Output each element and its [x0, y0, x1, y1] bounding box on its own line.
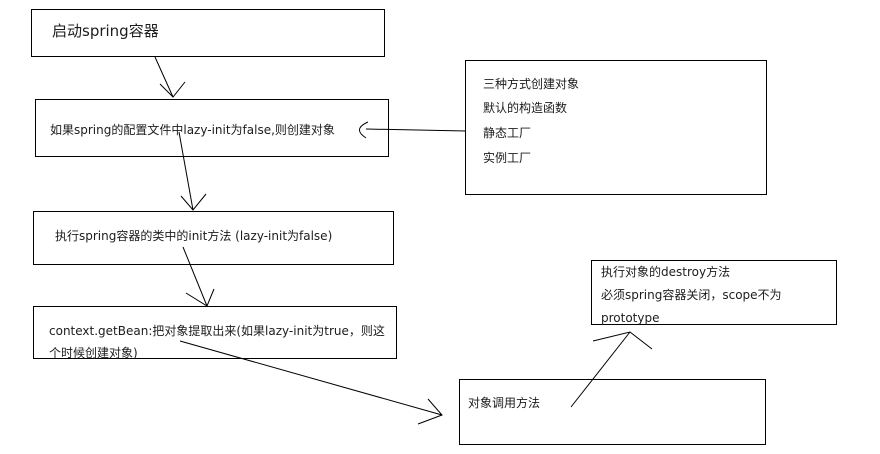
arrow-start-to-create: [154, 56, 186, 98]
init-box: [33, 211, 394, 265]
create-text: 如果spring的配置文件中lazy-init为false,则创建对象: [50, 123, 335, 137]
arrow-call-to-destroy: [570, 331, 653, 408]
arrow-getbean-to-call: [179, 340, 443, 425]
destroy-line: 执行对象的destroy方法: [601, 265, 731, 279]
ways-line: 实例工厂: [483, 151, 532, 165]
ways-line: 静态工厂: [483, 126, 532, 140]
destroy-line: prototype: [601, 311, 660, 325]
call-box: [459, 379, 766, 445]
create-box: [35, 99, 389, 157]
arrow-init-to-getbean: [182, 246, 215, 307]
init-text: 执行spring容器的类中的init方法 (lazy-init为false): [55, 229, 333, 243]
getbean-text-1: context.getBean:把对象提取出来(如果lazy-init为true…: [49, 324, 385, 338]
getbean-text-2: 个时候创建对象): [49, 346, 138, 360]
ways-line: 三种方式创建对象: [483, 77, 580, 91]
destroy-box: [591, 260, 837, 325]
ways-box: [465, 60, 767, 195]
destroy-line: 必须spring容器关闭，scope不为: [601, 288, 782, 302]
start-box: [31, 9, 385, 57]
arrow-ways-to-create: [359, 121, 467, 139]
start-text: 启动spring容器: [52, 22, 159, 40]
call-text: 对象调用方法: [468, 396, 541, 410]
arrow-create-to-init: [178, 131, 207, 211]
getbean-box: [33, 306, 397, 359]
ways-line: 默认的构造函数: [483, 101, 568, 115]
